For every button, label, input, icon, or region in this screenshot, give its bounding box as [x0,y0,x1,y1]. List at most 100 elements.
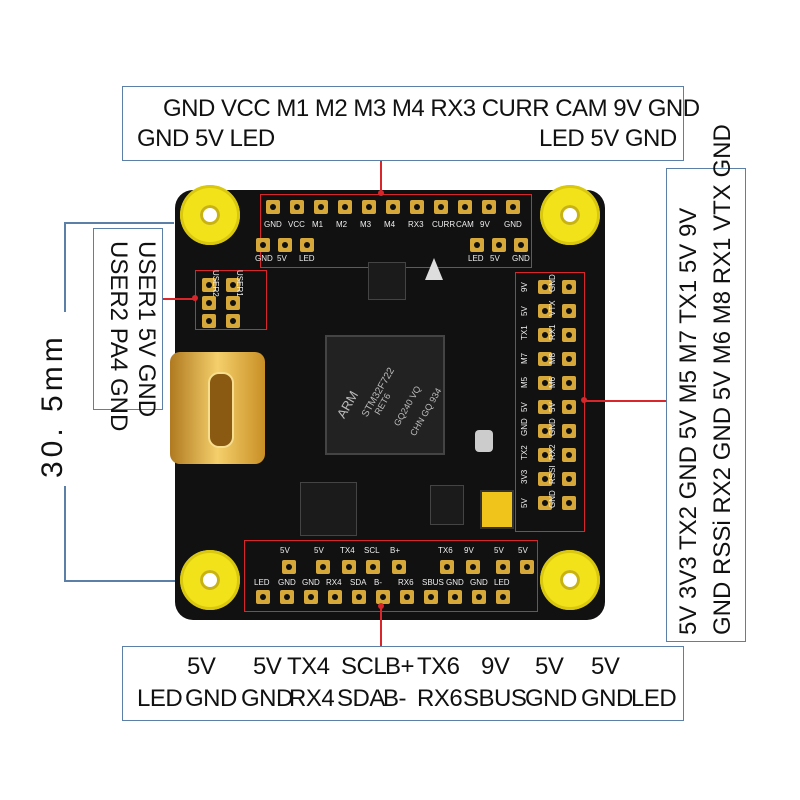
top-pad-label: M3 [360,220,372,229]
right-pad-label: TX2 [520,445,529,460]
top-pad [314,200,328,214]
bottom-pad-upper [466,560,480,574]
left-pad [202,278,216,292]
right-pad [562,424,576,438]
bottom-label-bminus: B- [383,685,407,712]
usb-c-port-icon [208,372,234,448]
top-leader-dot [378,190,384,196]
right-label-col2: GND RSSi RX2 GND 5V M6 M8 RX1 VTX GND [709,124,736,635]
top-pad-label: M1 [312,220,324,229]
right-pad [538,280,552,294]
bottom-pad-upper-label: 5V [494,546,504,555]
right-pad-label: M8 [548,352,557,364]
right-pad [562,448,576,462]
bottom-label-5v-c: 5V [535,653,564,680]
bottom-pad-upper [342,560,356,574]
bottom-pad-upper [520,560,534,574]
top-pad [434,200,448,214]
right-pad-label: GND [548,418,557,436]
bottom-label-led-b: LED [631,685,677,712]
bottom-pad-upper-label: TX4 [340,546,355,555]
top-pad-label: 9V [480,220,490,229]
right-pad [562,328,576,342]
capacitor [480,490,514,529]
left-label-col1: USER1 5V GND [133,241,160,418]
top-pad-small [256,238,270,252]
bottom-label-rx6: RX6 [417,685,463,712]
right-pad-label: GND [520,418,529,436]
top-label-row2-left: GND 5V LED [137,125,275,152]
right-pad-label: RSSI [548,465,557,484]
top-pad [386,200,400,214]
bottom-label-gnd-b: GND [241,685,293,712]
arrow-logo-icon [425,258,443,280]
bottom-pad-lower-label: LED [494,578,510,587]
right-pad [562,376,576,390]
top-pad-small-label: LED [468,254,484,263]
bottom-pad-lower-label: B- [374,578,382,587]
right-pad [538,400,552,414]
top-pad-small-label: GND [255,254,273,263]
bottom-pad-lower-label: SDA [350,578,367,587]
right-pad [538,352,552,366]
bottom-pad-lower-label: RX6 [398,578,414,587]
bottom-label-scl: SCL [341,653,387,680]
bottom-pad-upper [440,560,454,574]
bottom-label-sda: SDA [337,685,385,712]
bottom-pad-lower-label: RX4 [326,578,342,587]
mount-hole-top-left-icon [180,185,240,245]
top-pad [266,200,280,214]
left-pad [202,314,216,328]
left-pad [226,314,240,328]
right-pad [538,472,552,486]
bottom-pad-upper [316,560,330,574]
top-pad-label: GND [264,220,282,229]
bottom-pad-lower-label: GND [446,578,464,587]
bottom-label-bplus: B+ [385,653,415,680]
top-leader [380,161,382,194]
mount-hole-bottom-left-icon [180,550,240,610]
bottom-pad-lower-label: SBUS [422,578,444,587]
top-pad-label: M2 [336,220,348,229]
top-pad-small [470,238,484,252]
right-label-col1: 5V 3V3 TX2 GND 5V M5 M7 TX1 5V 9V [675,207,702,635]
top-pad-label: M4 [384,220,396,229]
mount-hole-top-right-icon [540,185,600,245]
crystal [475,430,493,452]
bottom-label-5v-b: 5V [253,653,282,680]
top-pad-small-label: 5V [277,254,287,263]
bottom-label-sbus: SBUS [463,685,527,712]
bottom-pad-upper [392,560,406,574]
right-pad-label: RX2 [548,444,557,460]
right-pad-label: M5 [520,376,529,388]
bottom-pad-upper-label: 5V [518,546,528,555]
top-label-row1: GND VCC M1 M2 M3 M4 RX3 CURR CAM 9V GND [163,95,700,122]
bottom-pad-upper [366,560,380,574]
bottom-leader-dot [378,603,384,609]
bottom-pad-group-outline [244,540,538,612]
top-pad-label: VCC [288,220,305,229]
imu-chip [368,262,406,300]
top-pad-small-label: GND [512,254,530,263]
top-pad-label: CAM [456,220,474,229]
bottom-pad-lower-label: LED [254,578,270,587]
dimension-label: 30. 5mm [36,333,69,478]
right-pad [538,424,552,438]
dimension-line-vertical-top [64,222,66,312]
left-leader [163,298,195,300]
bottom-pad-upper-label: SCL [364,546,380,555]
top-pad [482,200,496,214]
bottom-label-gnd-d: GND [581,685,633,712]
bottom-label-tx4: TX4 [287,653,330,680]
left-label-box: USER1 5V GND USER2 PA4 GND [93,228,163,431]
usb-c-connector[interactable] [170,352,265,464]
right-pad [538,328,552,342]
bottom-pad-lower [304,590,318,604]
dimension-line-top [64,222,174,224]
right-pad [562,304,576,318]
right-pad-label: VTX [548,300,557,316]
left-pad [226,296,240,310]
right-pad-label: 5V [548,402,557,412]
right-pad-label: 5V [520,306,529,316]
left-pad [226,278,240,292]
